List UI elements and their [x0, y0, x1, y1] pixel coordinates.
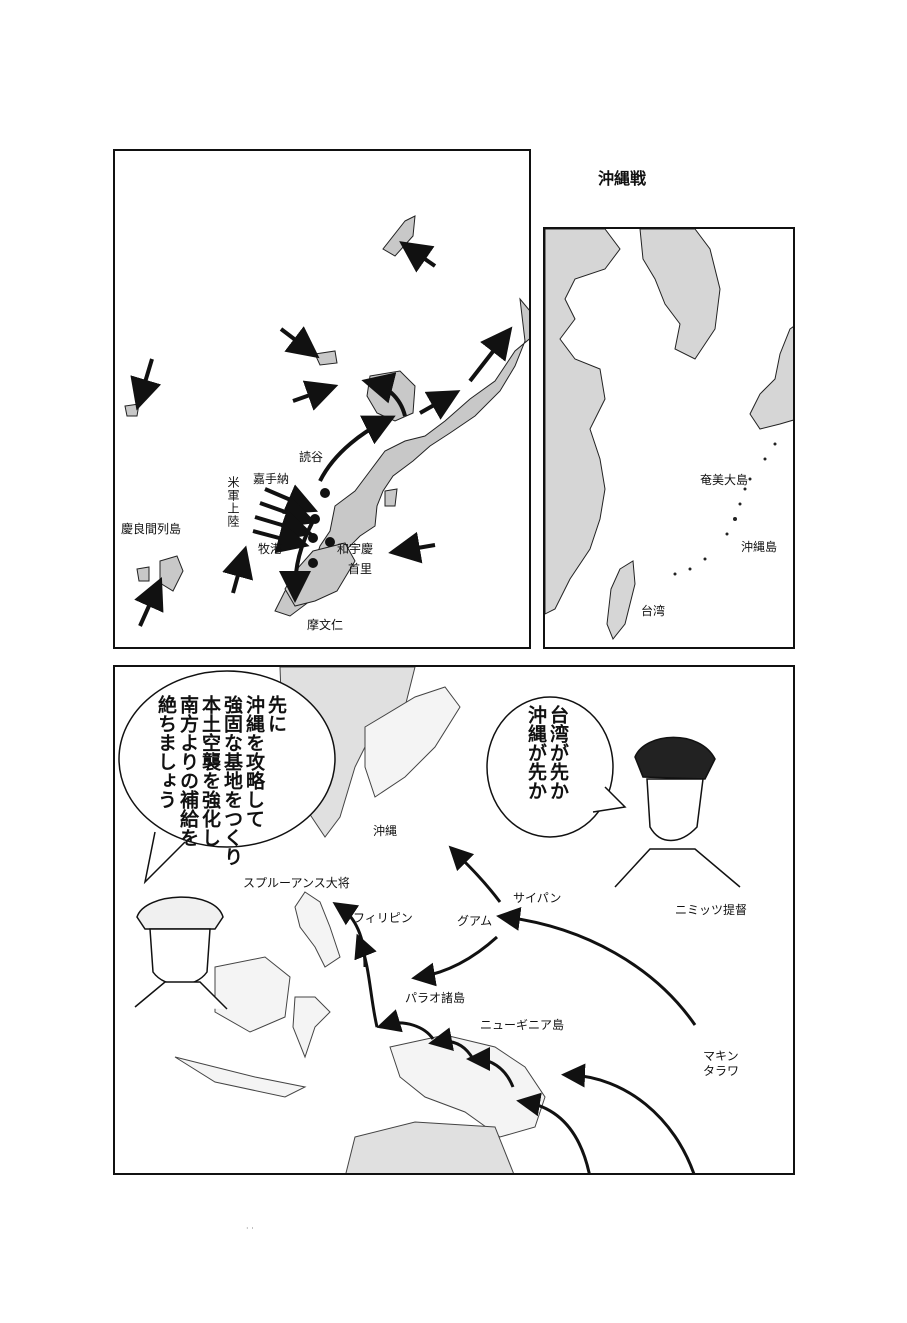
region-map: [545, 229, 793, 640]
arrow-east: [388, 531, 436, 564]
region-map-panel: 奄美大島 沖縄島 台湾: [543, 227, 795, 649]
korea: [639, 229, 721, 360]
arrow-drive-northeast: [419, 390, 461, 420]
route-ng-3: [376, 1009, 435, 1040]
taiwan-shape: [606, 560, 636, 640]
page-title: 沖縄戦: [598, 169, 647, 188]
route-south-2: [561, 1063, 696, 1173]
route-ng-4: [354, 933, 379, 1028]
arrow-motobu: [292, 380, 339, 411]
arrow-drive-north: [318, 415, 396, 482]
label-nimitz: ニミッツ提督: [675, 903, 748, 917]
footer-marks: · ·: [246, 1224, 254, 1233]
label-okinawa: 沖縄: [373, 824, 398, 838]
route-guam-palau: [411, 935, 499, 987]
spruance-portrait: [134, 896, 228, 1010]
label-spruance: スプルーアンス大将: [243, 876, 350, 890]
nimitz-portrait: [614, 736, 741, 888]
arrow-landing-1: [264, 484, 319, 514]
label-wauke: 和宇慶: [337, 542, 374, 556]
point-yomitan: [320, 488, 330, 498]
nimitz-speech: 台湾が先か 沖縄が先か: [525, 705, 569, 800]
pacific-map: [118, 667, 741, 1173]
label-shuri: 首里: [348, 562, 373, 576]
label-makin-tarawa: マキン タラワ: [703, 1049, 740, 1078]
java: [174, 1056, 307, 1098]
label-new-guinea: ニューギニア島: [480, 1018, 565, 1032]
motobu-peninsula: [366, 370, 416, 422]
label-guam: グアム: [457, 914, 493, 928]
arrows: [130, 241, 513, 627]
spruance-bubble: [118, 670, 336, 848]
ryukyu-chain: [673, 442, 777, 576]
sulawesi: [292, 996, 331, 1059]
arrow-drive-south: [279, 520, 315, 603]
kerama-islands: [159, 555, 184, 592]
arrow-landing-3: [254, 509, 314, 541]
arrow-drive-motobu: [361, 372, 407, 417]
arrow-kerama: [134, 577, 164, 627]
label-yomitan: 読谷: [299, 450, 324, 464]
label-saipan: サイパン: [513, 891, 562, 905]
arrow-north: [399, 241, 437, 273]
routes: [332, 845, 697, 1173]
pacific-map-panel: 先に 沖縄を攻略して 強固な基地をつくり 本土空襲を強化し 南方よりの補給を 絶…: [113, 665, 795, 1175]
japan-islands: [364, 686, 461, 798]
label-kadena: 嘉手納: [253, 472, 290, 486]
japan: [749, 326, 793, 430]
point-wauke: [325, 537, 335, 547]
label-amami: 奄美大島: [700, 473, 749, 487]
point-shuri: [308, 558, 318, 568]
iheya-islet: [314, 350, 338, 366]
nimitz-bubble: [486, 696, 614, 838]
route-ng-1: [466, 1047, 515, 1088]
west-islet: [124, 403, 140, 417]
point-kadena: [310, 514, 320, 524]
label-makiminato: 牧港: [258, 542, 283, 556]
route-tarawa-saipan: [496, 906, 697, 1026]
route-saipan-okinawa: [448, 845, 502, 903]
arrow-landing-4: [252, 522, 310, 554]
arrow-iheya: [279, 326, 320, 359]
label-landing: 米軍上陸: [226, 476, 240, 528]
route-ng-2: [428, 1027, 475, 1060]
label-kerama: 慶良間列島: [121, 522, 182, 536]
new-guinea-shape: [389, 1034, 546, 1138]
arrow-west: [130, 358, 162, 411]
spruance-speech: 先に 沖縄を攻略して 強固な基地をつくり 本土空襲を強化し 南方よりの補給を 絶…: [155, 695, 287, 866]
philippines-shape: [294, 891, 341, 968]
battle-points: [308, 488, 335, 568]
east-islet: [384, 488, 398, 507]
china-coast: [545, 229, 621, 615]
route-phil: [332, 902, 367, 968]
label-taiwan: 台湾: [641, 604, 666, 618]
borneo: [214, 956, 291, 1033]
okinawa-map-panel: 読谷 嘉手納 米軍上陸 慶良間列島 牧港 和宇慶 首里 摩文仁: [113, 149, 531, 649]
label-philippines: フィリピン: [353, 911, 413, 925]
arrow-drive-far-north: [468, 326, 513, 383]
route-south-1: [516, 1092, 591, 1173]
okinawa-map: [124, 215, 529, 627]
kerama-islands-2: [136, 566, 150, 582]
australia: [345, 1121, 514, 1173]
arrow-south-isle: [222, 545, 254, 594]
label-mabuni: 摩文仁: [307, 618, 344, 632]
label-okinawa-island: 沖縄島: [741, 540, 778, 554]
label-palau: パラオ諸島: [405, 991, 466, 1005]
point-makiminato: [308, 533, 318, 543]
